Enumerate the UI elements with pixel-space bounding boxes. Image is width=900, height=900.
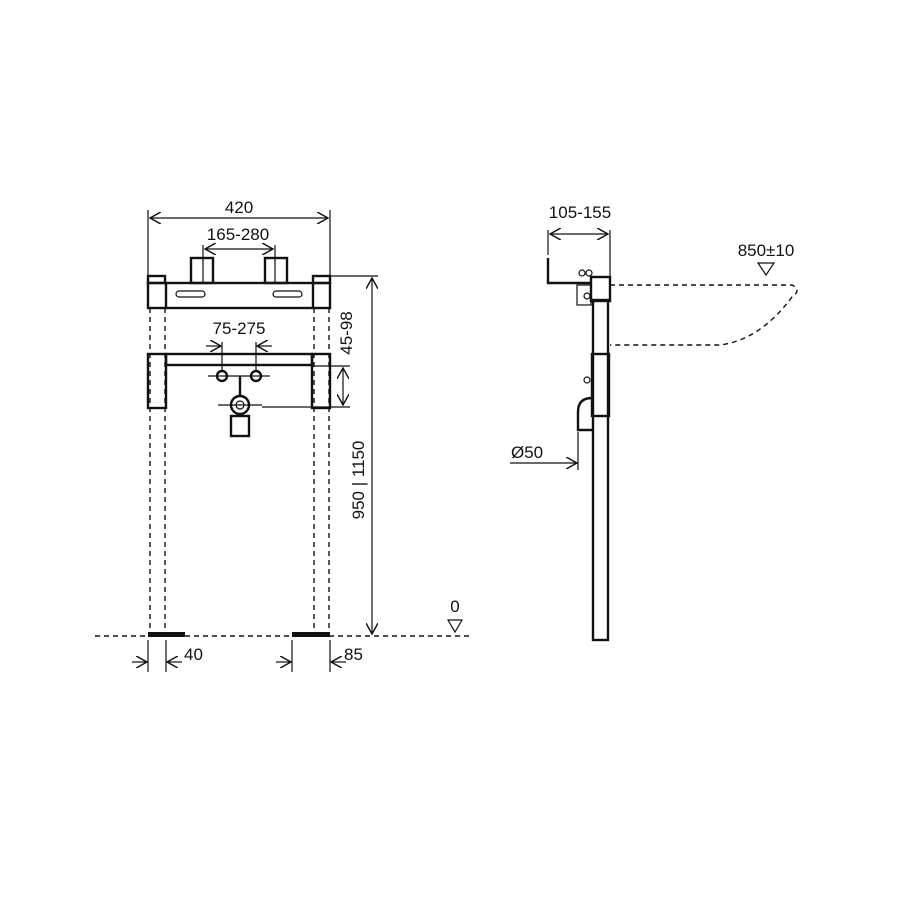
basin-height-label: 850±10 <box>738 241 795 260</box>
drain-diameter-label: Ø50 <box>511 443 543 462</box>
basin-outline <box>610 284 798 346</box>
right-slot <box>272 290 303 298</box>
right-valve <box>263 256 289 285</box>
mounting-bracket <box>546 258 590 285</box>
foot-width-label: 40 <box>184 645 203 664</box>
floor-level-label: 0 <box>450 597 459 616</box>
drain-elbow <box>576 396 593 432</box>
side-view: 105-155 850±10 Ø50 <box>510 203 798 642</box>
front-view: 420 165-280 75-275 950 | 1150 45-98 40 8… <box>95 198 470 672</box>
foot-offset-label: 85 <box>344 645 363 664</box>
height-offset-label: 45-98 <box>337 311 356 354</box>
top-crossbar <box>146 281 332 310</box>
left-valve <box>189 256 215 285</box>
right-lower-leg <box>310 352 332 410</box>
lower-crossbar <box>164 352 314 367</box>
vertical-post <box>591 298 610 642</box>
level-triangle-icon <box>446 619 464 634</box>
width-total-label: 420 <box>225 198 253 217</box>
connection-spacing-label: 75-275 <box>213 319 266 338</box>
valve-spacing-label: 165-280 <box>207 225 269 244</box>
depth-label: 105-155 <box>549 203 611 222</box>
left-foot <box>148 632 185 637</box>
right-cap <box>311 274 332 285</box>
frame-height-label: 950 | 1150 <box>349 441 368 520</box>
right-foot <box>292 632 330 637</box>
left-lower-leg <box>146 352 168 410</box>
left-cap <box>146 274 167 285</box>
level-triangle-icon <box>756 262 776 277</box>
left-slot <box>175 290 206 298</box>
